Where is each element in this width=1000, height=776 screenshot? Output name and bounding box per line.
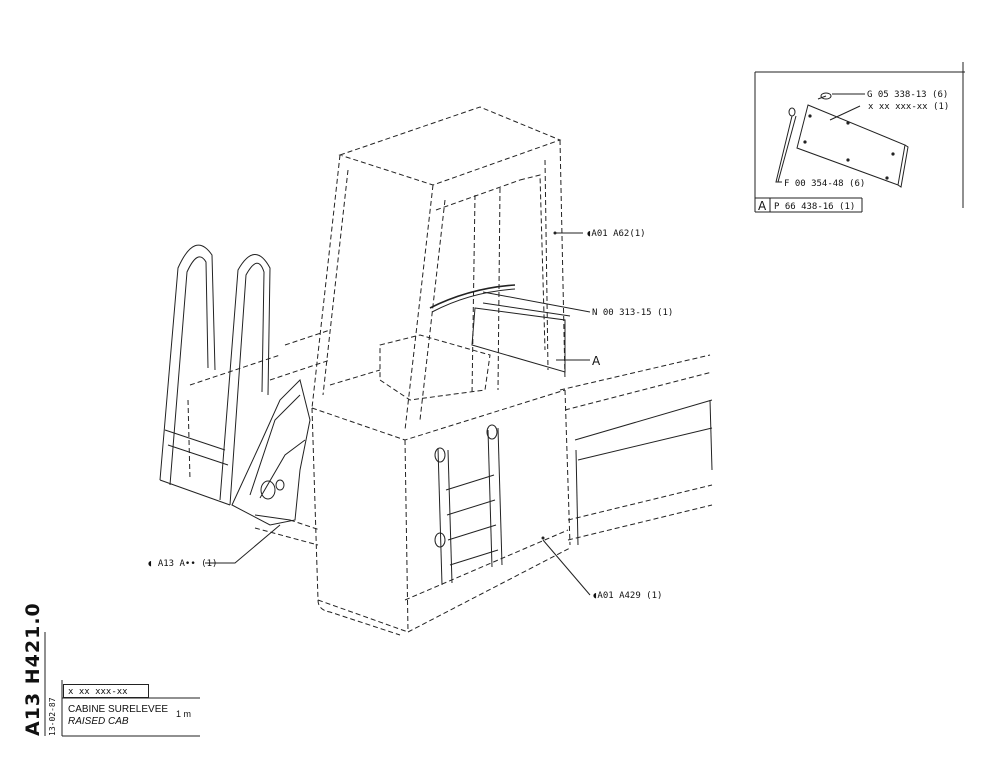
raised-cab (311, 106, 571, 636)
title-english: RAISED CAB (68, 716, 129, 727)
callout-a01-a62: ◖A01 A62(1) (586, 229, 646, 239)
detail-callout-f00-354-48: F 00 354-48 (6) (784, 179, 865, 189)
detail-callout-g05-338-13: G 05 338-13 (6) (867, 90, 948, 100)
drawing-date-text: 13-02-87 (48, 697, 57, 736)
support-bracket (231, 379, 311, 526)
callout-n00-313-15: N 00 313-15 (1) (592, 308, 673, 318)
reference-box: x xx xxx-xx (63, 684, 149, 698)
sheet-code: A13 H421.0 (22, 602, 44, 736)
callout-a-marker: A (592, 354, 601, 368)
sheet-code-text: A13 H421.0 (22, 602, 44, 736)
callout-a13-a: ◖ A13 A•• (1) (147, 559, 217, 569)
detail-callout-p66-438-16: P 66 438-16 (1) (774, 202, 855, 212)
drawing-date: 13-02-87 (48, 680, 62, 736)
quantity: 1 m (176, 709, 192, 719)
chassis-frame (254, 329, 713, 546)
detail-a-inset (754, 62, 965, 213)
detail-box-letter: A (758, 199, 767, 213)
title-french: CABINE SURELEVEE (68, 704, 169, 715)
handrails (159, 244, 281, 506)
detail-callout-x-ref: x xx xxx-xx (1) (868, 102, 949, 112)
leader-lines (205, 231, 591, 596)
title-block-lines (44, 632, 200, 737)
callout-a01-a429: ◖A01 A429 (1) (592, 591, 662, 601)
cab-side-ladder (434, 424, 503, 586)
